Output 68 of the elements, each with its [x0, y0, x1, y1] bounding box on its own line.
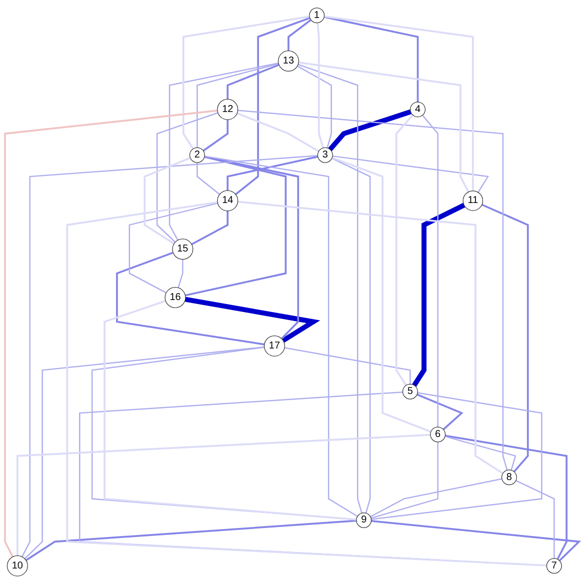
connector [288, 19, 312, 51]
node-circle: 6 [430, 426, 446, 442]
connector [226, 156, 318, 191]
connector [324, 15, 474, 191]
connector [422, 114, 438, 428]
connector [24, 346, 264, 560]
connector [128, 202, 218, 294]
connector [66, 201, 547, 566]
connector [168, 62, 279, 240]
node-circle: 9 [356, 512, 372, 528]
connector [298, 64, 362, 514]
connector [25, 520, 356, 562]
node-circle: 12 [217, 98, 238, 120]
connector [332, 156, 432, 433]
connector [412, 202, 466, 387]
connector [371, 392, 542, 520]
connector [298, 62, 470, 192]
node-circle: 3 [317, 147, 333, 163]
connector [236, 112, 320, 152]
connector [4, 110, 218, 558]
connector [185, 156, 287, 296]
node-circle: 15 [172, 238, 194, 260]
node-circle: 8 [501, 470, 517, 486]
connector [144, 157, 191, 244]
connector [202, 120, 229, 152]
connector [204, 156, 358, 517]
connector [235, 17, 310, 196]
node-circle: 7 [546, 558, 562, 574]
node-circle: 1 [309, 8, 325, 24]
connector [182, 16, 310, 150]
connector [332, 158, 371, 514]
node-circle: 11 [462, 190, 484, 211]
connector [395, 114, 414, 386]
connector [196, 63, 279, 148]
connector [226, 64, 280, 100]
connector [444, 436, 516, 470]
connector [297, 66, 332, 148]
connector [370, 442, 438, 519]
connector [332, 155, 489, 193]
connector [482, 204, 529, 472]
connector [445, 434, 568, 560]
connector [238, 110, 508, 470]
connector [104, 300, 356, 521]
connector [196, 162, 220, 195]
connector [22, 155, 318, 558]
node-circle: 17 [264, 335, 285, 356]
connector [416, 394, 464, 430]
node-circle: 2 [189, 147, 205, 163]
connector [156, 112, 218, 243]
connector [184, 296, 320, 343]
connector [371, 520, 582, 562]
connector [324, 16, 419, 102]
node-circle: 4 [410, 102, 426, 118]
connector [16, 434, 430, 556]
node-circle: 13 [278, 50, 299, 72]
connector [316, 22, 324, 148]
connector [178, 259, 184, 288]
node-circle: 5 [402, 384, 418, 400]
node-circle: 16 [164, 287, 186, 308]
connector [370, 478, 502, 518]
connector [328, 109, 412, 152]
node-circle: 14 [217, 190, 238, 212]
node-circle: 10 [6, 555, 28, 576]
connector [284, 347, 411, 384]
connector [191, 210, 229, 246]
connector [238, 200, 504, 474]
connector [516, 480, 555, 558]
connector [116, 252, 265, 346]
